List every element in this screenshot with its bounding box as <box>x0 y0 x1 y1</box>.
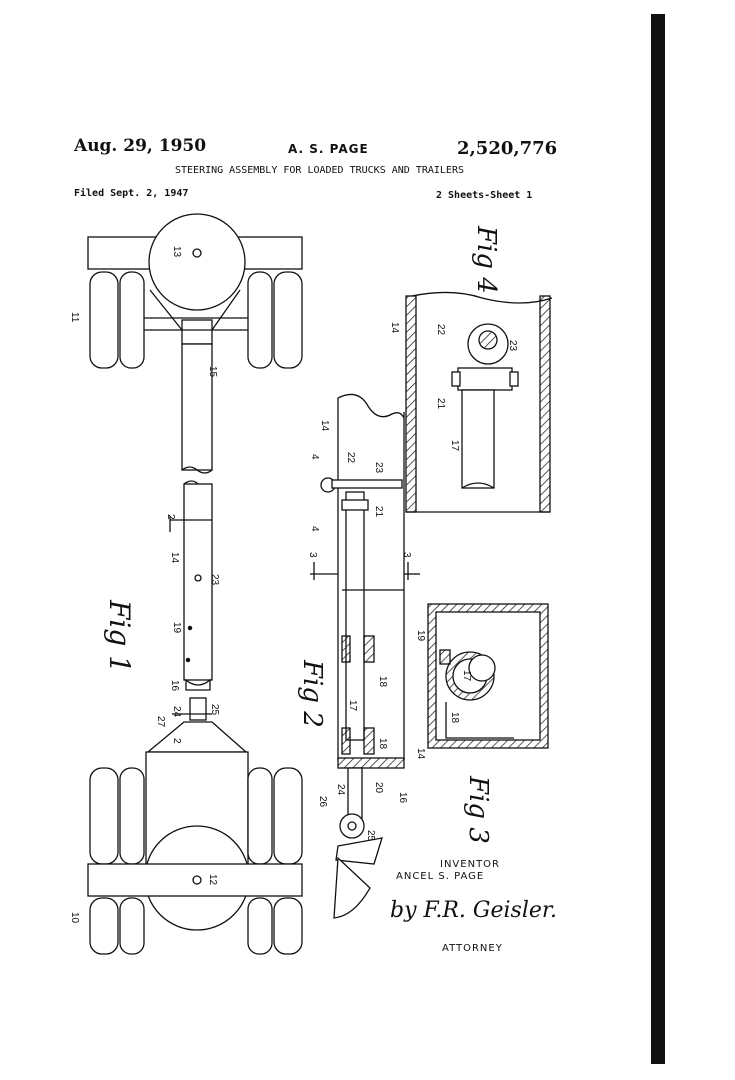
figure-3-drawing <box>427 603 549 749</box>
ref-15: 15 <box>207 366 218 378</box>
patent-title: STEERING ASSEMBLY FOR LOADED TRUCKS AND … <box>175 165 464 176</box>
filed-date: Filed Sept. 2, 1947 <box>74 188 189 199</box>
ref-19a: 19 <box>171 622 182 634</box>
ref-25a: 25 <box>209 704 220 716</box>
ref-14b: 14 <box>319 420 330 432</box>
ref-22c: 22 <box>435 324 446 336</box>
ref-17d: 17 <box>461 670 472 682</box>
patent-date: Aug. 29, 1950 <box>74 136 207 156</box>
ref-20: 20 <box>373 782 384 794</box>
sheet-count: 2 Sheets-Sheet 1 <box>436 190 533 201</box>
ref-17c: 17 <box>449 440 460 452</box>
ref-13: 13 <box>171 246 182 258</box>
ref-26: 26 <box>317 796 328 808</box>
ref-24a: 24 <box>171 706 182 718</box>
ref-14c: 14 <box>389 322 400 334</box>
inventor-header: A. S. PAGE <box>288 142 369 156</box>
attorney-signature: by F.R. Geisler. <box>390 898 557 923</box>
ref-23b: 23 <box>373 462 384 474</box>
ref-4a: 4 <box>309 454 320 460</box>
ref-18b: 18 <box>377 676 388 688</box>
signature-name: F.R. Geisler. <box>423 898 557 923</box>
patent-number: 2,520,776 <box>457 138 558 159</box>
fig-3-label: Fig 3 <box>463 775 493 844</box>
ref-22b: 22 <box>345 452 356 464</box>
ref-14d: 14 <box>415 748 426 760</box>
signature-by: by <box>390 898 417 923</box>
fig-4-label: Fig 4 <box>471 225 501 294</box>
ref-24b: 24 <box>335 784 346 796</box>
ref-23c: 23 <box>507 340 518 352</box>
ref-21b: 21 <box>373 506 384 518</box>
ref-23a: 23 <box>209 574 220 586</box>
ref-16b: 16 <box>397 792 408 804</box>
ref-3b: 3 <box>401 552 412 558</box>
ref-18d: 18 <box>449 712 460 724</box>
ref-2a: 2 <box>165 514 176 520</box>
ref-11: 11 <box>69 312 80 323</box>
ref-12: 12 <box>207 874 218 886</box>
ref-14a: 14 <box>169 552 180 564</box>
ref-10: 10 <box>69 912 80 924</box>
ref-19c: 19 <box>415 630 426 642</box>
fig-1-label: Fig 1 <box>103 599 136 673</box>
fig-2-label: Fig 2 <box>297 659 327 728</box>
inventor-label: INVENTOR <box>440 859 500 870</box>
ref-21c: 21 <box>435 398 446 410</box>
attorney-label: ATTORNEY <box>442 943 503 954</box>
figure-2-drawing <box>310 393 420 919</box>
ref-3a: 3 <box>307 552 318 558</box>
inventor-name: ANCEL S. PAGE <box>396 871 485 882</box>
ref-16a: 16 <box>169 680 180 692</box>
ref-4b: 4 <box>309 526 320 532</box>
figure-1-drawing <box>87 213 303 955</box>
ref-2b: 2 <box>171 738 182 744</box>
ref-25b: 25 <box>365 830 376 842</box>
scan-edge-bar <box>651 14 665 1064</box>
figure-4-drawing <box>405 291 553 513</box>
ref-17b: 17 <box>347 700 358 712</box>
ref-18c: 18 <box>377 738 388 750</box>
ref-27: 27 <box>155 716 166 728</box>
